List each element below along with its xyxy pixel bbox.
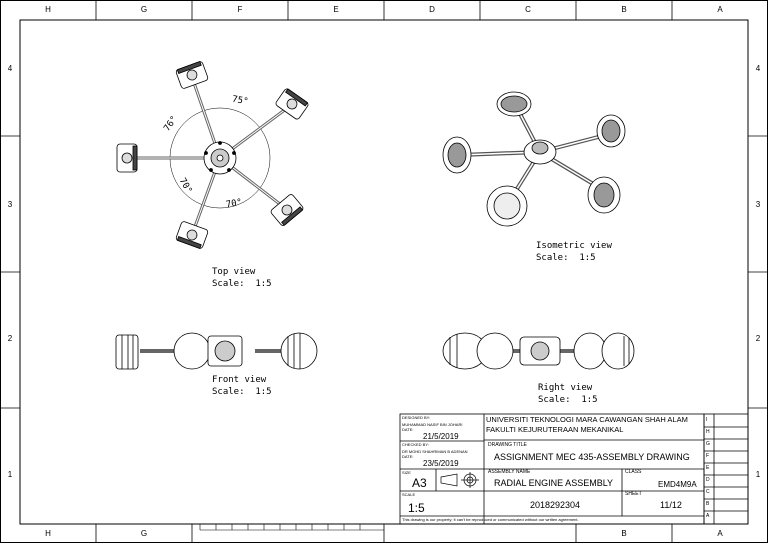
- class-value: EMD4M9A: [658, 480, 697, 489]
- assembly-name-label: ASSEMBLY NAME: [488, 469, 531, 475]
- zone-right-2: 2: [755, 334, 761, 343]
- revision-letter: E: [706, 465, 710, 471]
- assembly-name: RADIAL ENGINE ASSEMBLY: [494, 478, 614, 488]
- scale-label: SCALE: [402, 492, 416, 497]
- designed-by-label: DESIGNED BY:: [402, 415, 431, 420]
- drawing-scale: 1:5: [408, 501, 425, 515]
- designed-date: 21/5/2019: [423, 432, 459, 441]
- zone-left-3: 3: [7, 200, 13, 209]
- designed-date-label: DATE:: [402, 427, 414, 432]
- zone-left-4: 4: [7, 64, 13, 73]
- size-label: SIZE: [402, 470, 411, 475]
- copyright-notice: This drawing is our property; it can't b…: [402, 517, 579, 522]
- front-view-title: Front view: [212, 375, 267, 385]
- isometric-view-scale: Scale: 1:5: [536, 253, 596, 263]
- zone-top-c: C: [525, 5, 531, 14]
- top-view-drawing: [116, 60, 309, 250]
- top-view-title: Top view: [212, 267, 256, 277]
- zone-right-4: 4: [755, 64, 761, 73]
- zone-top-g: G: [140, 5, 148, 14]
- revision-letter: C: [706, 489, 710, 495]
- drawing-title: ASSIGNMENT MEC 435-ASSEMBLY DRAWING: [494, 452, 690, 462]
- zone-right-1: 1: [755, 470, 761, 479]
- zone-top-e: E: [333, 5, 339, 14]
- revision-letter: H: [706, 429, 710, 435]
- front-view-drawing: [115, 332, 318, 370]
- projection-symbol-icon: [440, 472, 479, 488]
- revision-letter: B: [706, 501, 710, 507]
- revision-letter: G: [706, 441, 710, 447]
- piston-top-4: [175, 221, 209, 250]
- isometric-view-title: Isometric view: [536, 241, 612, 251]
- drawing-number: 2018292304: [530, 500, 581, 510]
- piston-top-3: [116, 143, 138, 173]
- sheet-label: SHEET: [625, 491, 642, 497]
- piston-top-1: [175, 60, 209, 89]
- zone-bottom-b: B: [621, 529, 627, 538]
- revision-letter: D: [706, 477, 710, 483]
- checked-date: 23/5/2019: [423, 459, 459, 468]
- checked-date-label: DATE:: [402, 454, 414, 459]
- piston-top-2: [275, 88, 309, 120]
- zone-bottom-h: H: [45, 529, 51, 538]
- zone-left-2: 2: [7, 334, 13, 343]
- university-name: UNIVERSITI TEKNOLOGI MARA CAWANGAN SHAH …: [486, 415, 688, 424]
- checker-name: DR MOHD SHAHRIMAN B ADENAN: [402, 449, 468, 454]
- class-label: CLASS: [625, 469, 642, 475]
- revision-letter: F: [706, 453, 710, 459]
- top-view-scale: Scale: 1:5: [212, 279, 272, 289]
- angle-label: 75°: [231, 94, 250, 108]
- right-view-drawing: [442, 332, 635, 370]
- zone-bottom-a: A: [717, 529, 723, 538]
- zone-top-a: A: [717, 5, 723, 14]
- revision-letter: I: [706, 417, 708, 423]
- piston-top-5: [270, 194, 304, 226]
- zone-right-3: 3: [755, 200, 761, 209]
- front-view-scale: Scale: 1:5: [212, 387, 272, 397]
- faculty-name: FAKULTI KEJURUTERAAN MEKANIKAL: [486, 425, 624, 434]
- right-view-scale: Scale: 1:5: [538, 395, 598, 405]
- zone-top-f: F: [237, 5, 243, 14]
- zone-top-b: B: [621, 5, 627, 14]
- designer-name: MUHAMMAD NASIF BIN JOHARI: [402, 422, 463, 427]
- zone-top-h: H: [45, 5, 51, 14]
- zone-top-d: D: [429, 5, 435, 14]
- sheet-size: A3: [412, 476, 427, 490]
- zone-left-1: 1: [7, 470, 13, 479]
- revision-letter: A: [706, 513, 710, 519]
- zone-bottom-g: G: [140, 529, 148, 538]
- isometric-view-drawing: [442, 91, 626, 227]
- checked-by-label: CHECKED BY:: [402, 442, 429, 447]
- drawing-title-label: DRAWING TITLE: [488, 442, 527, 448]
- right-view-title: Right view: [538, 383, 593, 393]
- sheet-number: 11/12: [660, 500, 682, 510]
